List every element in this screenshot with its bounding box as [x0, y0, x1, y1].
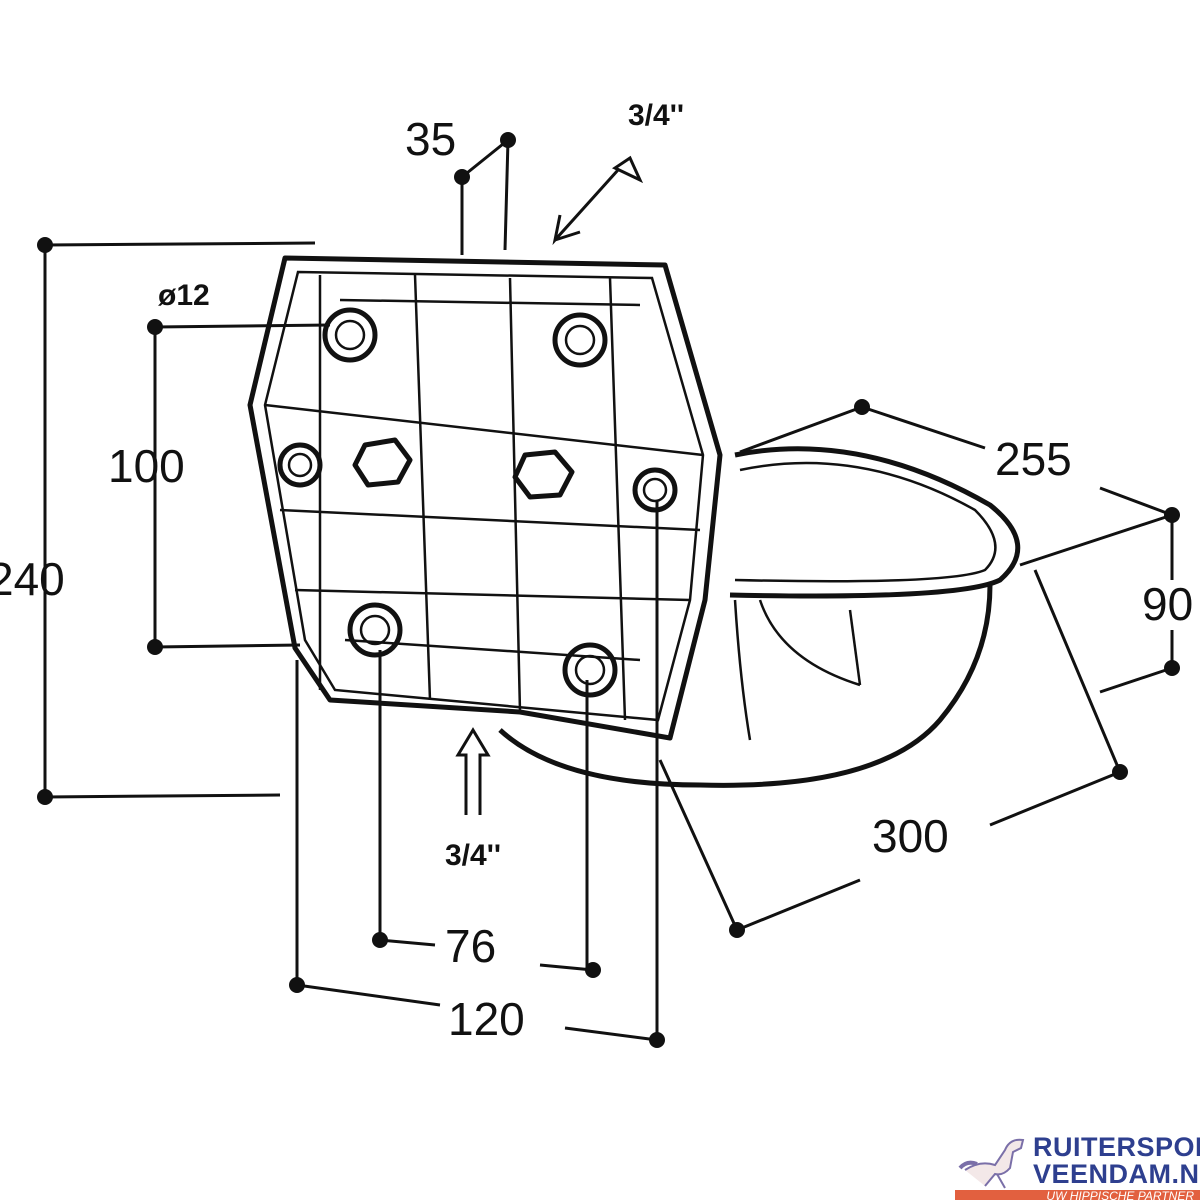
dim-pipe-top-label: 3/4''	[628, 99, 684, 132]
dim-90-label: 90	[1142, 578, 1193, 630]
bowl	[498, 446, 1021, 788]
dim-255-label: 255	[995, 433, 1072, 485]
dim-240-label: 240	[0, 553, 65, 605]
logo-tagline: UW HIPPISCHE PARTNER	[955, 1190, 1200, 1200]
dim-hole-diameter-label: ø12	[158, 279, 210, 312]
horse-icon	[958, 1138, 1025, 1189]
dimension-dots	[37, 132, 1180, 1048]
dim-300-label: 300	[872, 810, 949, 862]
dim-100-label: 100	[108, 440, 185, 492]
dim-pipe-bottom-label: 3/4''	[445, 839, 501, 872]
dimension-lines	[43, 138, 1174, 1042]
brand-logo[interactable]: RUITERSPORT VEENDAM.NL UW HIPPISCHE PART…	[955, 1130, 1200, 1200]
logo-line1: RUITERSPORT	[1033, 1132, 1200, 1162]
dim-35-label: 35	[405, 113, 456, 165]
dim-76-label: 76	[445, 920, 496, 972]
wall-plate	[247, 255, 723, 741]
dim-120-label: 120	[448, 993, 525, 1045]
logo-line2: VEENDAM.NL	[1033, 1159, 1200, 1189]
